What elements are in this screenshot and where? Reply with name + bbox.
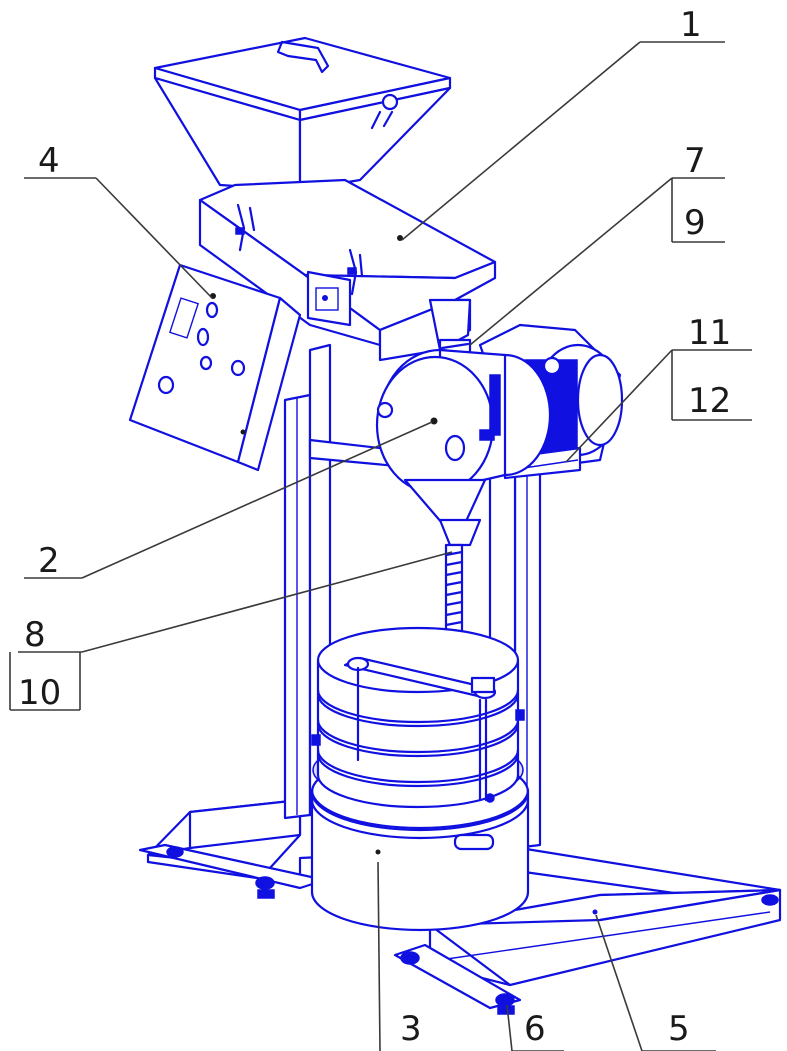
callout-8: 8	[24, 615, 46, 655]
flex-hose	[444, 543, 464, 657]
callout-11: 11	[688, 313, 731, 353]
callout-3: 3	[400, 1009, 422, 1049]
callout-4: 4	[38, 141, 60, 181]
callout-7: 7	[684, 141, 706, 181]
callout-9: 9	[684, 203, 706, 243]
base-frame	[138, 798, 782, 1015]
callout-2: 2	[38, 541, 60, 581]
callout-1: 1	[680, 5, 702, 45]
sieve-shaker	[310, 626, 530, 932]
leader-lines	[9, 41, 752, 1051]
callout-12: 12	[688, 381, 731, 421]
callout-10: 10	[18, 673, 61, 713]
hopper	[153, 36, 452, 192]
grinding-chamber	[375, 348, 552, 547]
control-panel	[128, 263, 302, 472]
callout-6: 6	[524, 1009, 546, 1049]
callout-5: 5	[668, 1009, 690, 1049]
mill-body	[198, 178, 497, 362]
